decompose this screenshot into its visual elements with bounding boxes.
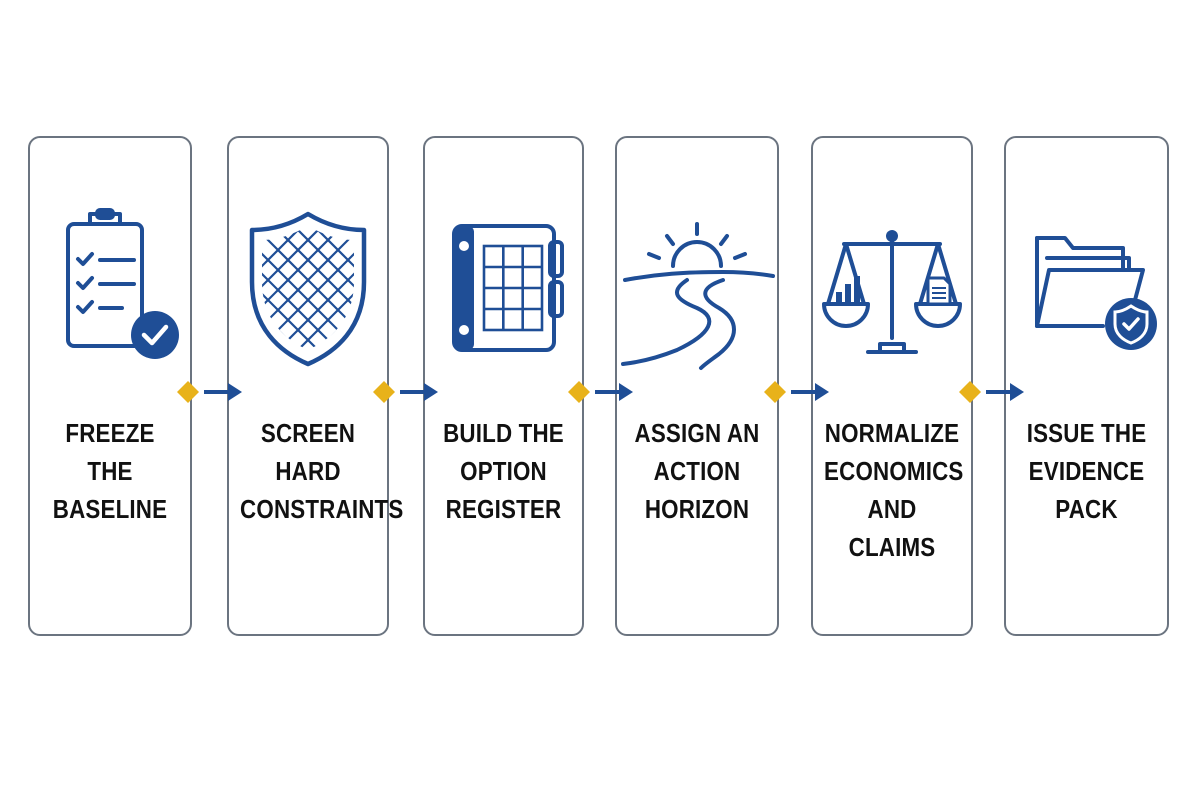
step-card-3: BUILD THE OPTION REGISTER (423, 136, 584, 636)
step-card-1: FREEZE THE BASELINE (28, 136, 192, 636)
step-card-2: SCREEN HARD CONSTRAINTS (227, 136, 404, 636)
step-card-5: NORMALIZE ECONOMICS AND CLAIMS (811, 136, 973, 636)
clipboard-checklist-icon (40, 200, 180, 370)
connector-arrow-2 (372, 378, 442, 406)
connector-arrow-3 (567, 378, 637, 406)
step-label-4: ASSIGN AN ACTION HORIZON (634, 418, 760, 524)
step-label-5: NORMALIZE ECONOMICS AND CLAIMS (824, 418, 964, 562)
step-card-4: ASSIGN AN ACTION HORIZON (615, 136, 779, 636)
sunrise-road-icon (621, 200, 775, 370)
step-label-1: FREEZE THE BASELINE (52, 418, 168, 524)
step-label-2: SCREEN HARD CONSTRAINTS (240, 418, 404, 524)
step-label-6: ISSUE THE EVIDENCE PACK (1026, 418, 1147, 524)
step-card-6: ISSUE THE EVIDENCE PACK (1004, 136, 1169, 636)
connector-arrow-5 (958, 378, 1028, 406)
shield-mesh-icon (238, 200, 378, 370)
folder-shield-icon (1017, 200, 1157, 370)
step-label-3: BUILD THE OPTION REGISTER (443, 418, 564, 524)
binder-grid-icon (434, 200, 574, 370)
balance-scale-icon (822, 200, 962, 370)
connector-arrow-4 (763, 378, 833, 406)
connector-arrow-1 (176, 378, 246, 406)
